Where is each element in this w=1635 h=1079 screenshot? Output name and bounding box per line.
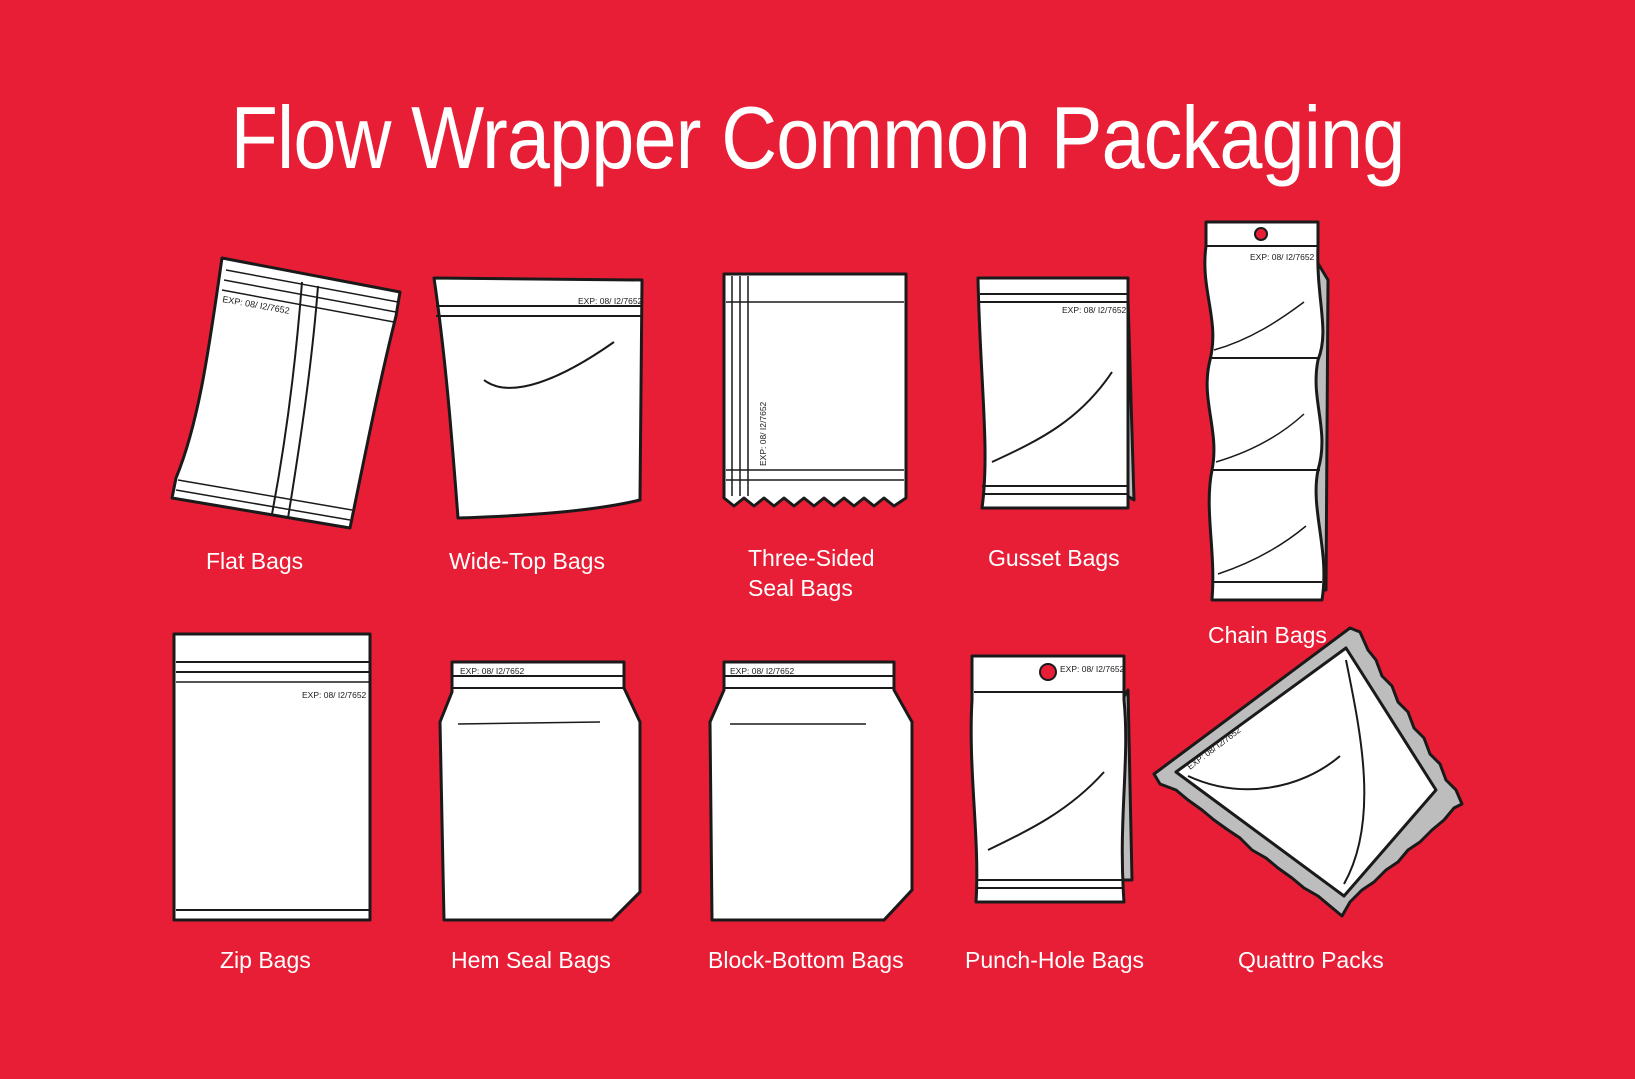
wide-top-bag-illustration: EXP: 08/ I2/7652	[432, 276, 644, 520]
flat-bag-illustration: EXP: 08/ I2/7652	[170, 256, 402, 530]
quattro-pack-illustration: EXP: 08/ I2/7652	[1152, 626, 1464, 918]
three-sided-seal-bag-illustration: EXP: 08/ I2/7652	[722, 272, 908, 508]
label-chain-bags: Chain Bags	[1208, 622, 1327, 648]
block-bottom-bag-illustration: EXP: 08/ I2/7652	[708, 660, 914, 922]
chain-bags-illustration: EXP: 08/ I2/7652	[1203, 220, 1330, 602]
punch-hole-bag-illustration: EXP: 08/ I2/7652	[969, 654, 1134, 904]
gusset-bag-illustration: EXP: 08/ I2/7652	[976, 276, 1136, 510]
exp-date-text: EXP: 08/ I2/7652	[302, 690, 367, 700]
exp-date-text: EXP: 08/ I2/7652	[758, 401, 768, 466]
exp-date-text: EXP: 08/ I2/7652	[1062, 305, 1127, 315]
label-wide-top-bags: Wide-Top Bags	[449, 548, 605, 574]
label-punch-hole-bags: Punch-Hole Bags	[965, 947, 1144, 973]
exp-date-text: EXP: 08/ I2/7652	[1250, 252, 1315, 262]
label-zip-bags: Zip Bags	[220, 947, 311, 973]
label-hem-seal-bags: Hem Seal Bags	[451, 947, 611, 973]
label-block-bottom-bags: Block-Bottom Bags	[708, 947, 904, 973]
label-gusset-bags: Gusset Bags	[988, 545, 1120, 571]
exp-date-text: EXP: 08/ I2/7652	[578, 296, 643, 306]
hem-seal-bag-illustration: EXP: 08/ I2/7652	[438, 660, 642, 922]
exp-date-text: EXP: 08/ I2/7652	[730, 666, 795, 676]
label-flat-bags: Flat Bags	[206, 548, 304, 574]
page-title: Flow Wrapper Common Packaging	[230, 88, 1406, 187]
label-three-sided-seal-bags: Three-Sided Seal Bags	[748, 545, 875, 601]
label-quattro-packs: Quattro Packs	[1238, 947, 1384, 973]
exp-date-text: EXP: 08/ I2/7652	[1060, 664, 1125, 674]
zip-bag-illustration: EXP: 08/ I2/7652	[172, 632, 372, 922]
exp-date-text: EXP: 08/ I2/7652	[460, 666, 525, 676]
